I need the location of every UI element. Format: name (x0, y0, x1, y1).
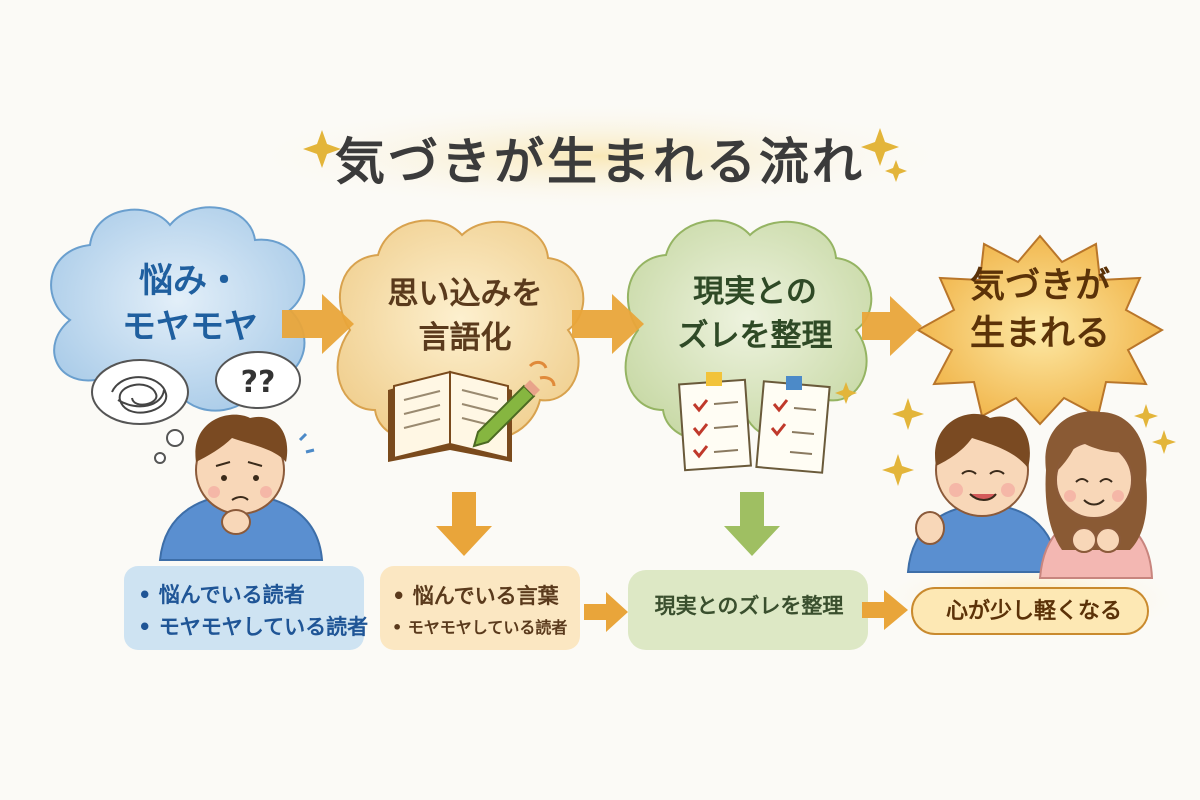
arrow-down-1 (436, 492, 492, 556)
result-item: • 悩んでいる言葉 (392, 584, 559, 608)
title-wash (270, 106, 930, 206)
arrow-right-1 (282, 294, 354, 354)
arrow-right-4 (584, 592, 628, 632)
checklist-illustration (678, 372, 857, 474)
step4-starburst (915, 234, 1165, 426)
result-text-3: 現実とのズレを整理 (654, 594, 844, 618)
result-item: • モヤモヤしている読者 (392, 618, 568, 637)
step2-heading-line1: 思い込みを (387, 276, 543, 312)
arrow-right-3 (862, 296, 922, 356)
result-box-1 (124, 566, 364, 650)
arrow-right-5 (862, 590, 908, 630)
result-box-3 (628, 570, 868, 650)
worried-person-illustration (158, 414, 324, 561)
step1-heading-line2: モヤモヤ (122, 307, 258, 347)
notebook-pencil-illustration (388, 360, 556, 462)
step4-heading: 気づきが 生まれる (920, 262, 1160, 358)
result-box-4 (911, 587, 1149, 635)
result-item: • 悩んでいる読者 (138, 583, 305, 607)
step1-heading-line1: 悩み・ (139, 261, 241, 301)
step3-heading: 現実との ズレを整理 (640, 270, 870, 358)
page-title: 気づきが生まれる流れ (335, 133, 865, 191)
result-box-2 (380, 566, 580, 650)
result-item: • モヤモヤしている読者 (138, 615, 369, 639)
step3-heading-line2: ズレを整理 (677, 318, 833, 354)
step1-heading: 悩み・ モヤモヤ (80, 258, 300, 350)
result-list-2: • 悩んでいる言葉 • モヤモヤしている読者 (392, 580, 567, 644)
thought-bubbles (91, 351, 301, 464)
arrow-down-2 (724, 492, 780, 556)
result-text-4: 心が少し軽くなる (945, 599, 1122, 624)
step4-heading-line1: 気づきが (969, 266, 1110, 306)
flow-arrows (282, 294, 922, 356)
step2-heading: 思い込みを 言語化 (350, 272, 580, 360)
sparkle-icon (882, 398, 1176, 486)
tangle-icon (111, 376, 168, 414)
result-list-1: • 悩んでいる読者 • モヤモヤしている読者 (138, 579, 368, 643)
step3-heading-line1: 現実との (693, 274, 817, 310)
sparkle-icon (303, 128, 907, 182)
step4-heading-line2: 生まれる (969, 314, 1110, 354)
arrow-right-2 (572, 294, 644, 354)
step2-heading-line2: 言語化 (418, 320, 512, 356)
question-marks: ?? (241, 365, 276, 400)
